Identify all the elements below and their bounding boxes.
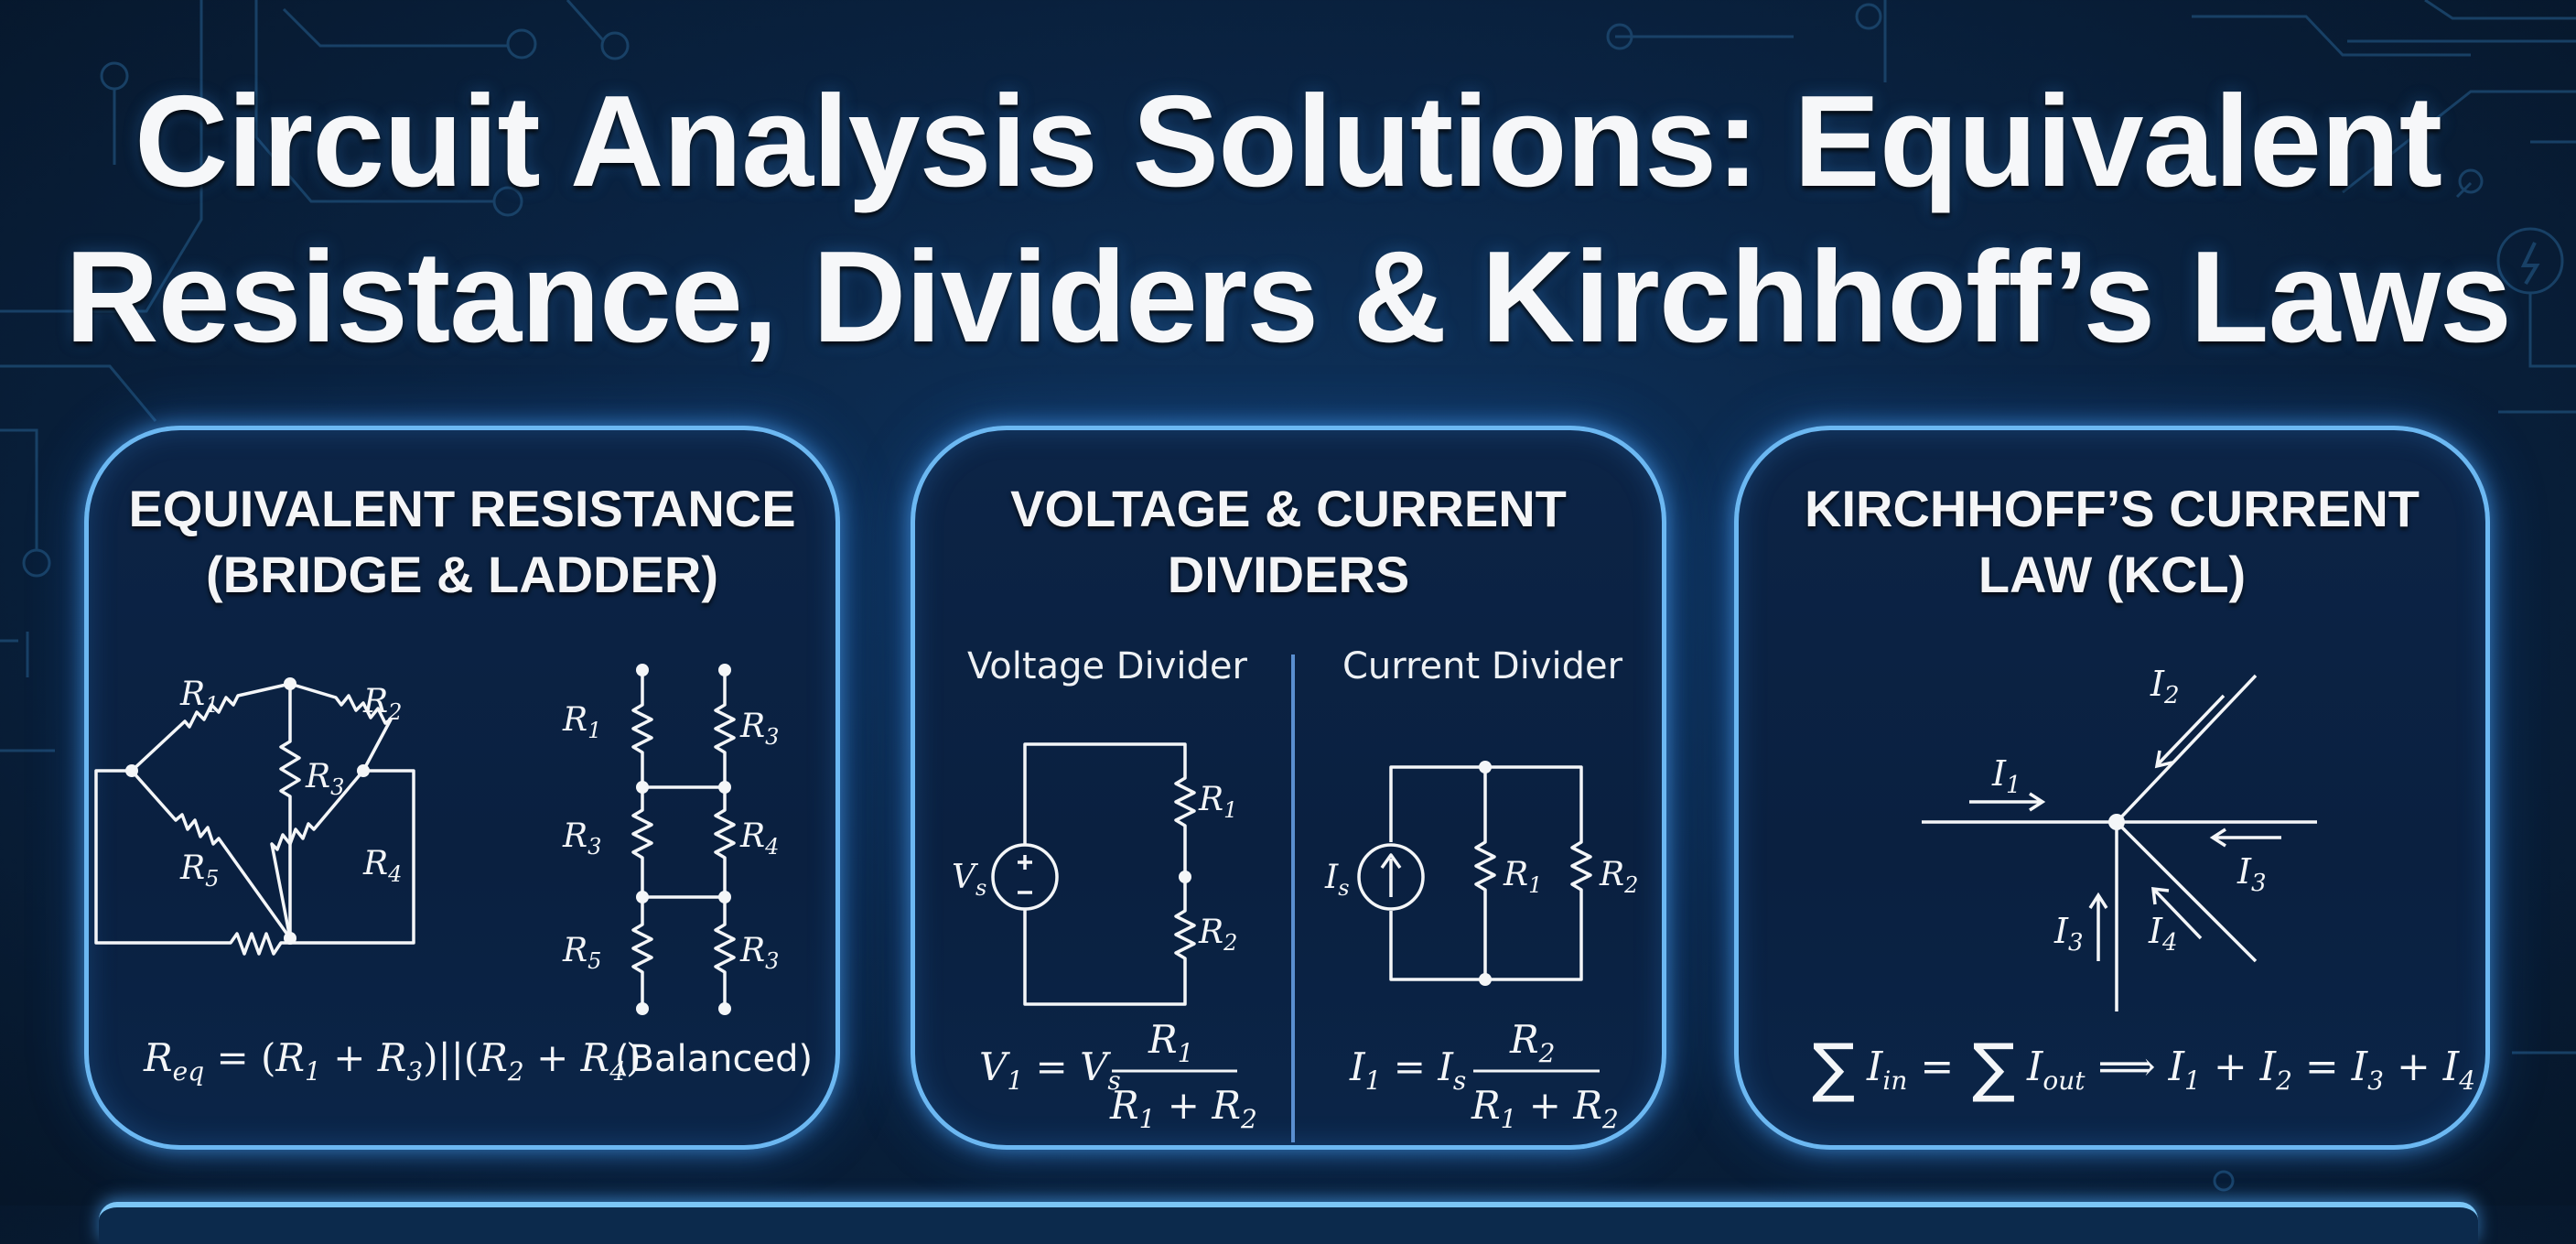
panel-title: EQUIVALENT RESISTANCE (BRIDGE & LADDER) xyxy=(89,476,835,608)
svg-text:Is: Is xyxy=(1324,859,1350,901)
panel-voltage-current-dividers: VOLTAGE & CURRENT DIVIDERS Voltage Divid… xyxy=(911,426,1666,1150)
panel-title-line-1: EQUIVALENT RESISTANCE xyxy=(128,480,796,537)
svg-text:R1: R1 xyxy=(1148,1017,1193,1068)
svg-text:I1: I1 xyxy=(1991,753,2021,799)
svg-text:R2: R2 xyxy=(362,683,402,725)
panel-kirchhoffs-current-law: KIRCHHOFF’S CURRENT LAW (KCL) I1 I2 I3 I… xyxy=(1734,426,2490,1150)
svg-text:I3: I3 xyxy=(2236,851,2267,897)
svg-text:V1 = Vs: V1 = Vs xyxy=(979,1044,1121,1096)
svg-text:R2: R2 xyxy=(1599,856,1638,898)
svg-text:I3: I3 xyxy=(2053,911,2084,957)
svg-text:R1 + R2: R1 + R2 xyxy=(1471,1083,1619,1134)
panel-title-line-2: (BRIDGE & LADDER) xyxy=(206,546,718,603)
page-title-line-2: Resistance, Dividers & Kirchhoff’s Laws xyxy=(65,224,2512,370)
svg-text:∑: ∑ xyxy=(1812,1030,1855,1105)
equivalent-resistance-formula: Req = (R1 + R3)||(R2 + R4) (Balanced) xyxy=(143,1035,813,1087)
svg-text:R5: R5 xyxy=(179,849,219,892)
kcl-junction-icon xyxy=(1922,674,2317,1011)
svg-text:R1 + R2: R1 + R2 xyxy=(1109,1083,1257,1134)
kcl-formula: ∑ Iin = ∑ Iout ⟹ I1 + I2 = I3 + I4 xyxy=(1812,1030,2475,1105)
svg-text:Iout ⟹ I1 + I2 = I3 + I4: Iout ⟹ I1 + I2 = I3 + I4 xyxy=(2026,1044,2475,1096)
bridge-circuit-icon xyxy=(94,682,415,956)
svg-text:R3: R3 xyxy=(562,817,601,860)
kcl-node-diagram: I1 I2 I3 I3 I4 ∑ Iin = ∑ Iout ⟹ I1 + I2 … xyxy=(1812,664,2475,1105)
svg-text:R2: R2 xyxy=(1198,914,1237,956)
svg-text:∑: ∑ xyxy=(1972,1030,2015,1105)
svg-text:Vs: Vs xyxy=(952,859,986,901)
svg-text:I4: I4 xyxy=(2148,911,2178,957)
svg-text:R1: R1 xyxy=(562,701,601,743)
panel-title: VOLTAGE & CURRENT DIVIDERS xyxy=(915,476,1662,608)
background-circuit-pattern xyxy=(0,0,2576,1192)
panel-title: KIRCHHOFF’S CURRENT LAW (KCL) xyxy=(1739,476,2485,608)
svg-text:R3: R3 xyxy=(739,932,779,974)
svg-text:R5: R5 xyxy=(562,932,601,974)
svg-text:R1: R1 xyxy=(1198,781,1237,823)
svg-text:R1: R1 xyxy=(179,676,219,718)
svg-text:I1 = Is: I1 = Is xyxy=(1349,1044,1466,1096)
svg-text:R3: R3 xyxy=(305,758,344,800)
ladder-circuit-icon xyxy=(631,670,736,1009)
svg-text:R4: R4 xyxy=(362,845,402,887)
voltage-divider-circuit-icon xyxy=(991,742,1196,1006)
svg-text:R4: R4 xyxy=(739,817,779,860)
svg-text:R1: R1 xyxy=(1503,856,1542,898)
bottom-panel-edge xyxy=(99,1202,2478,1244)
panel-title-line-1: KIRCHHOFF’S CURRENT xyxy=(1805,480,2420,537)
panel-title-line-1: VOLTAGE & CURRENT xyxy=(1010,480,1567,537)
voltage-divider-formula: V1 = Vs R1 R1 + R2 xyxy=(979,1017,1257,1134)
current-divider-label: Current Divider xyxy=(1342,645,1623,687)
current-divider-circuit-icon xyxy=(1357,765,1592,981)
svg-text:Iin =: Iin = xyxy=(1866,1044,1954,1096)
bridge-and-ladder-diagram: R1 R2 R3 R5 R4 R1 R3 R3 R4 R5 R3 Req = (… xyxy=(94,664,813,1087)
page-title-line-1: Circuit Analysis Solutions: Equivalent xyxy=(134,69,2442,214)
svg-text:R2: R2 xyxy=(1509,1017,1555,1068)
panel-title-line-2: DIVIDERS xyxy=(1167,546,1410,603)
svg-text:Req = (R1 + R3)||(R2 + R4): Req = (R1 + R3)||(R2 + R4) xyxy=(143,1035,641,1087)
current-divider-formula: I1 = Is R2 R1 + R2 xyxy=(1349,1017,1619,1134)
voltage-divider-label: Voltage Divider xyxy=(967,645,1247,687)
svg-text:(Balanced): (Balanced) xyxy=(615,1038,813,1080)
divider-diagrams: R1 R2 Vs R1 R2 Is V1 = Vs R1 R1 + R2 I1 … xyxy=(952,654,1638,1142)
svg-text:I2: I2 xyxy=(2150,664,2180,709)
panel-equivalent-resistance: EQUIVALENT RESISTANCE (BRIDGE & LADDER) xyxy=(84,426,840,1150)
panel-title-line-2: LAW (KCL) xyxy=(1978,546,2247,603)
svg-text:R3: R3 xyxy=(739,708,779,750)
